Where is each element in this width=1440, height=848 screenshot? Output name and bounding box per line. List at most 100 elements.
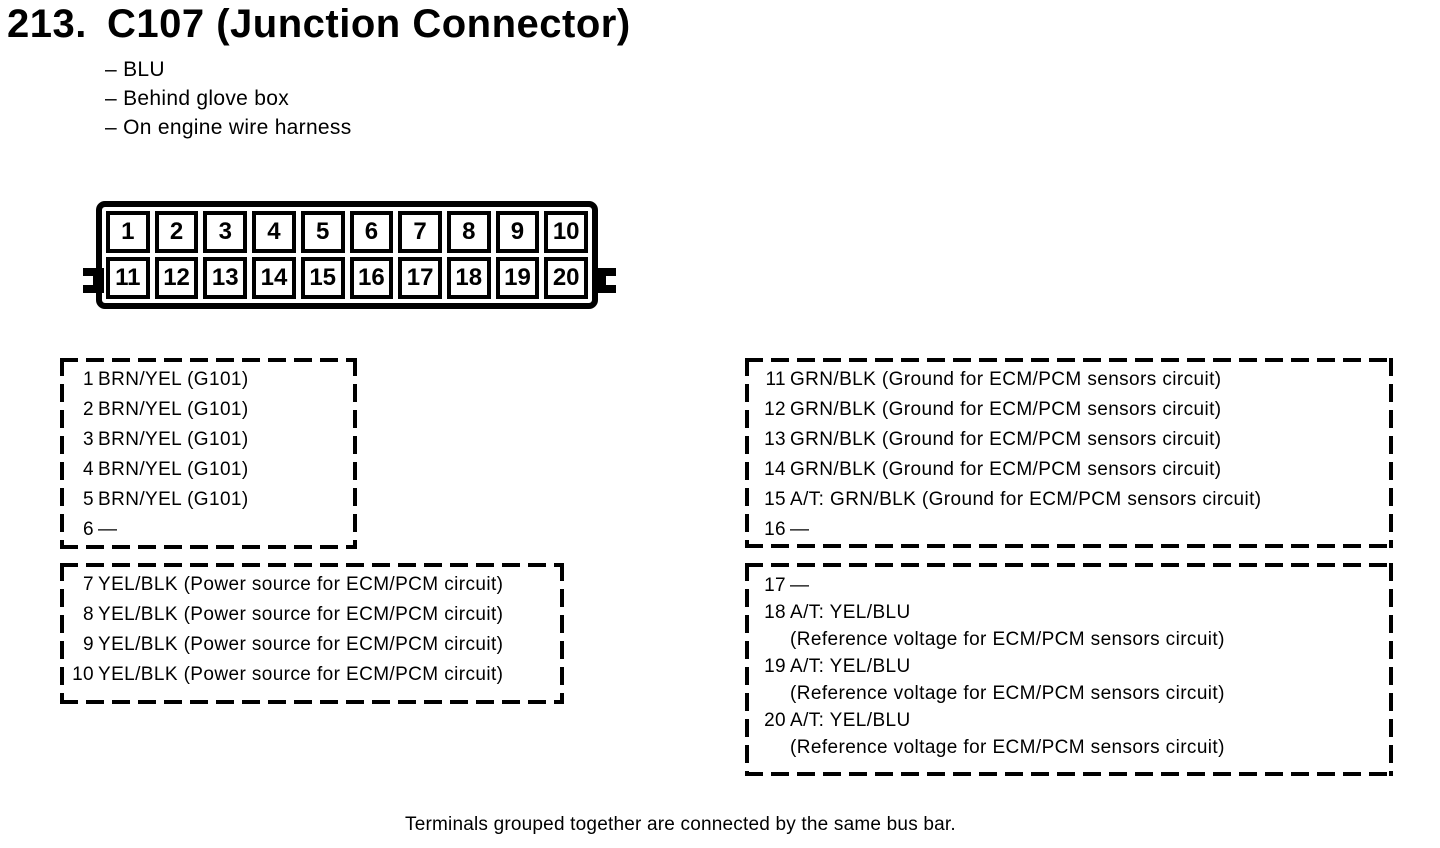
pin-description: GRN/BLK (Ground for ECM/PCM sensors circ…	[790, 429, 1222, 450]
pin-description: GRN/BLK (Ground for ECM/PCM sensors circ…	[790, 369, 1222, 390]
pin-cell: 3	[203, 211, 248, 253]
note-line: – On engine wire harness	[105, 116, 352, 139]
connector-tab-left	[82, 268, 104, 293]
pin-number: 18	[764, 602, 786, 623]
pin-cell: 12	[154, 257, 199, 299]
pin-number: 1	[83, 369, 94, 390]
pin-description: —	[98, 519, 118, 540]
pin-cell: 15	[300, 257, 345, 299]
note-line: – Behind glove box	[105, 87, 290, 110]
pin-number: 20	[764, 710, 786, 731]
pin-row-continuation: (Reference voltage for ECM/PCM sensors c…	[757, 734, 1381, 761]
pin-cell: 5	[300, 211, 345, 253]
pin-cell: 2	[154, 211, 199, 253]
pin-description: (Reference voltage for ECM/PCM sensors c…	[790, 737, 1225, 758]
pin-description: BRN/YEL (G101)	[98, 399, 249, 420]
connector-tab-right	[595, 268, 617, 293]
pin-number: 16	[764, 519, 786, 540]
pin-number: 3	[83, 429, 94, 450]
pin-cell: 14	[252, 257, 296, 299]
page-title: C107 (Junction Connector)	[107, 2, 631, 46]
pin-description: YEL/BLK (Power source for ECM/PCM circui…	[98, 664, 504, 685]
pin-number: 11	[765, 369, 786, 390]
pin-description: YEL/BLK (Power source for ECM/PCM circui…	[98, 604, 504, 625]
pin-description: BRN/YEL (G101)	[98, 429, 249, 450]
pin-number: 13	[764, 429, 786, 450]
pin-number: 10	[72, 664, 94, 685]
pin-description: BRN/YEL (G101)	[98, 489, 249, 510]
pin-cell: 20	[544, 257, 589, 299]
pin-row-continuation: (Reference voltage for ECM/PCM sensors c…	[757, 626, 1381, 653]
pin-description: GRN/BLK (Ground for ECM/PCM sensors circ…	[790, 399, 1222, 420]
pin-number: 4	[83, 459, 94, 480]
pin-description: YEL/BLK (Power source for ECM/PCM circui…	[98, 634, 504, 655]
pin-cell: 11	[106, 257, 150, 299]
pin-description: BRN/YEL (G101)	[98, 459, 249, 480]
connector-notes: – BLU – Behind glove box – On engine wir…	[105, 55, 352, 142]
pin-description: (Reference voltage for ECM/PCM sensors c…	[790, 683, 1225, 704]
pin-number: 5	[83, 489, 94, 510]
connector-row-bottom: 11 12 13 14 15 16 17 18 19 20	[106, 257, 589, 299]
pin-description: —	[790, 575, 810, 596]
pin-cell: 18	[446, 257, 491, 299]
pin-cell: 13	[203, 257, 248, 299]
pin-number: 7	[83, 574, 94, 595]
pin-description: —	[790, 519, 810, 540]
pin-description: A/T: YEL/BLU	[790, 602, 911, 623]
pin-row: 16—	[757, 515, 1381, 545]
pin-description: A/T: YEL/BLU	[790, 710, 911, 731]
pin-cell: 10	[544, 211, 589, 253]
pin-number: 12	[764, 399, 786, 420]
pin-cell: 19	[495, 257, 540, 299]
connector-row-top: 1 2 3 4 5 6 7 8 9 10	[106, 211, 589, 253]
pin-cell: 4	[252, 211, 296, 253]
pin-row: 17—	[757, 572, 1381, 599]
note-line: – BLU	[105, 58, 165, 81]
pin-description: BRN/YEL (G101)	[98, 369, 249, 390]
pin-description: YEL/BLK (Power source for ECM/PCM circui…	[98, 574, 504, 595]
pin-number: 2	[83, 399, 94, 420]
pin-number: 14	[764, 459, 786, 480]
pin-number: 19	[764, 656, 786, 677]
pin-description: A/T: GRN/BLK (Ground for ECM/PCM sensors…	[790, 489, 1262, 510]
section-number: 213.	[7, 2, 87, 46]
pin-description: GRN/BLK (Ground for ECM/PCM sensors circ…	[790, 459, 1222, 480]
pin-number: 6	[83, 519, 94, 540]
bus-bar-caption: Terminals grouped together are connected…	[405, 814, 956, 835]
pin-number: 9	[83, 634, 94, 655]
pin-cell: 9	[495, 211, 540, 253]
pin-row-continuation: (Reference voltage for ECM/PCM sensors c…	[757, 680, 1381, 707]
pin-cell: 16	[349, 257, 394, 299]
connector-pin-grid: 1 2 3 4 5 6 7 8 9 10 11 12 13 14 15 16 1…	[106, 211, 589, 299]
pin-cell: 6	[349, 211, 394, 253]
pin-description: A/T: YEL/BLU	[790, 656, 911, 677]
pin-number: 17	[764, 575, 786, 596]
connector-diagram: 1 2 3 4 5 6 7 8 9 10 11 12 13 14 15 16 1…	[82, 201, 617, 309]
pin-number: 8	[83, 604, 94, 625]
pin-cell: 7	[398, 211, 442, 253]
pin-cell: 17	[398, 257, 442, 299]
pin-description: (Reference voltage for ECM/PCM sensors c…	[790, 629, 1225, 650]
pin-cell: 8	[446, 211, 491, 253]
